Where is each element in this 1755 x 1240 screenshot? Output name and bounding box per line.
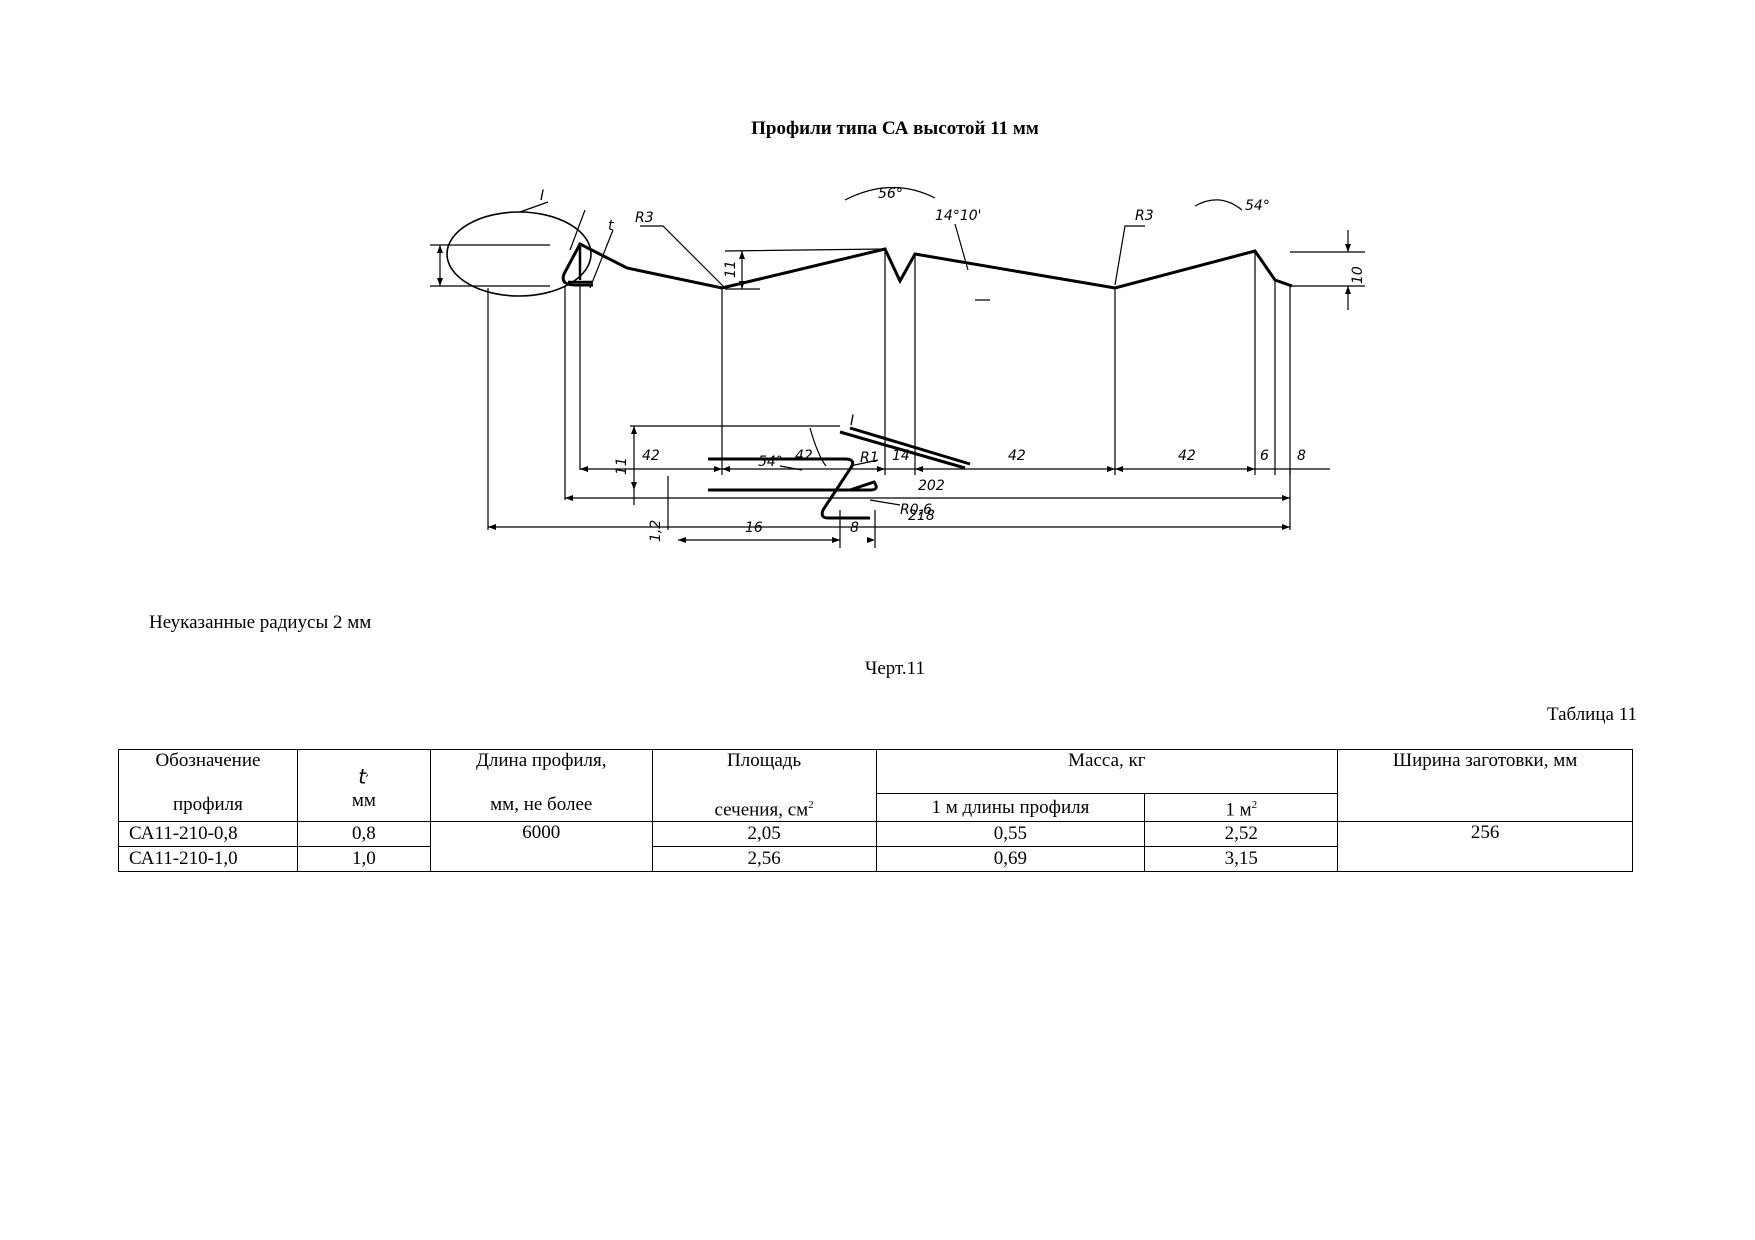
dim-8: 8 [1297,448,1306,464]
dim-height-11b: 11 [723,260,739,278]
detail-r1: R1 [860,450,879,466]
cell-thickness: 0,8 [296,821,431,848]
detail-dim-16: 16 [745,520,763,536]
angle-56: 56° [878,186,903,202]
dim-202: 202 [918,478,945,494]
t-symbol: t [358,764,367,789]
detail-dim-11: 11 [614,457,630,475]
figure-caption: Черт.11 [865,658,925,679]
cell-mass-m: 0,55 [875,821,1146,848]
header-mass: Масса, кг [875,749,1339,794]
angle-54: 54° [1245,198,1270,214]
table-caption: Таблица 11 [1546,704,1637,725]
header-blank-width: Ширина заготовки, мм [1337,748,1633,823]
page-title: Профили типа СА высотой 11 мм [751,118,1039,139]
detail-mark-lower: I [850,413,854,429]
dim-r3-left: R3 [635,210,654,226]
cell-designation: СА11-210-0,8 [118,821,298,848]
dim-218: 218 [908,508,935,524]
cell-area: 2,05 [651,821,877,848]
radius-note: Неуказанные радиусы 2 мм [149,612,372,633]
cell-mass-m2: 3,15 [1144,846,1339,873]
profile-line [561,241,1293,290]
dim-6: 6 [1260,448,1269,464]
cell-area: 2,56 [651,846,877,873]
header-thickness: t, мм [296,748,431,823]
detail-ellipse [446,211,592,297]
cell-blank-width: 256 [1337,821,1633,873]
dim-height-10: 10 [1350,266,1365,284]
profile-drawing: I 11 t R3 11 56° 14°10' R3 54° 10 42 42 … [430,186,1365,548]
dim-42-b: 42 [795,448,813,464]
header-area: Площадь сечения, см2 [651,748,877,823]
header-mass-per-m2: 1 м2 [1144,792,1339,823]
header-mass-per-m: 1 м длины профиля [875,792,1146,823]
dim-14: 14 [892,448,910,464]
detail-profile [708,457,878,520]
dim-r3-right: R3 [1135,208,1154,224]
dim-42-a: 42 [642,448,660,464]
header-designation: Обозначение профиля [118,748,298,823]
angle-14-10: 14°10' [935,208,981,224]
cell-mass-m2: 2,52 [1144,821,1339,848]
dim-42-d: 42 [1178,448,1196,464]
detail-dim-1-2: 1,2 [648,520,664,542]
detail-dim-8: 8 [850,520,859,536]
table-row: СА11-210-1,0 1,0 2,56 0,69 3,15 [118,846,1633,873]
detail-angle-54: 54° [758,454,783,470]
detail-mark: I [540,188,544,204]
dim-t: t [608,218,614,234]
cell-designation: СА11-210-1,0 [118,846,298,873]
profile-spec-table: Обозначение профиля t, мм Длина профиля,… [118,748,1633,873]
cell-thickness: 1,0 [296,846,431,873]
cell-length: 6000 [429,821,653,873]
table-row: СА11-210-0,8 0,8 6000 2,05 0,55 2,52 256 [118,821,1633,873]
cell-mass-m: 0,69 [875,846,1146,873]
detail-r06: R0,6 [900,502,932,518]
header-length: Длина профиля, мм, не более [429,748,653,823]
dim-42-c: 42 [1008,448,1026,464]
